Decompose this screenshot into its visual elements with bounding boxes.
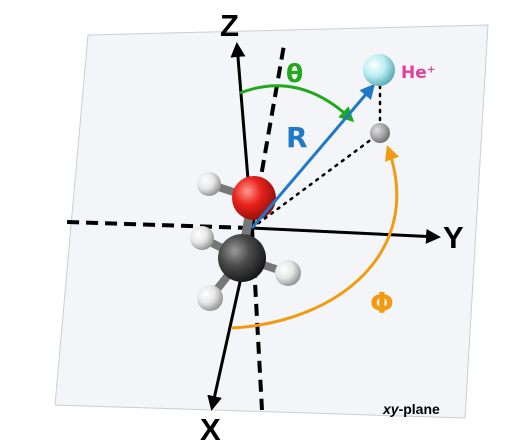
y-axis-dashed-extension (66, 220, 251, 230)
x-axis-label: X (200, 412, 221, 440)
hydrogen-atom (197, 172, 221, 196)
r-label: R (286, 121, 308, 154)
projection-dotted-line (250, 131, 382, 230)
phi-label: Φ (370, 287, 394, 320)
theta-label: θ (286, 59, 303, 88)
methanol-molecule (190, 172, 301, 311)
xy-plane (54, 24, 489, 419)
hydrogen-atom (197, 285, 223, 311)
r-vector (250, 83, 375, 229)
hydrogen-atom (190, 226, 214, 250)
y-axis (251, 226, 441, 244)
oxygen-atom (232, 176, 276, 220)
y-axis-label: Y (443, 220, 464, 255)
hydrogen-atom (275, 260, 301, 286)
theta-arc (239, 84, 355, 123)
ion-label: He⁺ (401, 63, 436, 83)
z-axis-label: Z (220, 8, 239, 43)
helium-ion (363, 54, 395, 86)
projection-point (370, 123, 390, 143)
carbon-atom (218, 234, 266, 282)
plane-label: xy-plane (382, 401, 440, 417)
phi-arc (231, 145, 400, 330)
